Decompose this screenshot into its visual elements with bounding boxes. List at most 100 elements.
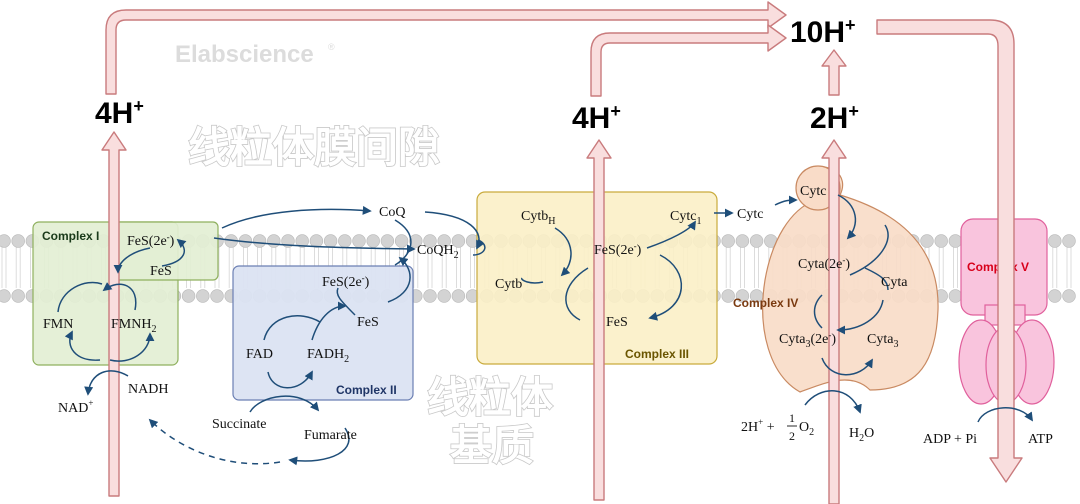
arrow-fes2e-to-fes [113, 247, 151, 274]
label-h2o: H2O [849, 426, 874, 444]
species-labels: FeS(2e-) FeS FMN FMNH2 NAD+ NADH CoQ CoQ… [43, 184, 1053, 447]
lipid-head [948, 234, 963, 248]
label-fad: FAD [246, 347, 273, 362]
label-coq: CoQ [379, 205, 405, 220]
lipid-head [210, 289, 224, 303]
proton-label-complex-iii: 4H+ [572, 101, 621, 135]
label-nadh: NADH [128, 382, 168, 397]
watermark: Elabscience ® [175, 41, 335, 68]
svg-text:2H+ +: 2H+ + [741, 417, 775, 435]
arrow-fes-loop [161, 238, 187, 267]
intermembrane-space-label: 线粒体膜间隙 [188, 124, 440, 171]
lipid-head [267, 234, 281, 248]
proton-flow-from-complex-iii [590, 24, 787, 97]
lipid-head [437, 289, 451, 303]
arrow-nadh-to-nad [84, 370, 129, 396]
label-nad: NAD+ [58, 398, 93, 416]
label-cyta2e: Cyta(2e-) [798, 255, 850, 272]
arrow-coqh2-to-c3 [472, 239, 486, 256]
lipid-head [11, 289, 25, 303]
arrow-cyta3-cycle-bottom [821, 357, 873, 376]
proton-label-complex-i: 4H+ [95, 96, 144, 130]
proton-arrow-complex-iv [821, 139, 847, 504]
complex-ii-box [232, 265, 414, 401]
arrow-fes-cycle-left [565, 267, 589, 321]
o2-fraction-numerator: 1 [789, 411, 795, 425]
matrix-label-line1: 线粒体 [427, 374, 553, 421]
lipid-head [721, 234, 735, 248]
proton-flow-from-complex-i [105, 1, 787, 95]
label-fes2e-complex-iii: FeS(2e-) [594, 241, 642, 258]
arrow-fad-to-fadh2 [267, 370, 313, 389]
arrow-cyta-to-cyta3-2e [836, 299, 884, 335]
arrow-fmnh2-formation [109, 332, 155, 362]
watermark-registered: ® [328, 42, 335, 52]
arrow-o2-to-h2o [804, 390, 862, 414]
label-fes-complex-iii: FeS [606, 315, 628, 330]
reaction-arrows [57, 194, 1034, 466]
arrow-cytc-to-cyta2e [837, 194, 857, 240]
lipid-head [451, 234, 466, 248]
arrow-coq-to-coqh2 [213, 237, 416, 254]
arrow-fes-c2-to-coq [387, 256, 411, 303]
label-cytbh: CytbH [521, 209, 555, 227]
label-fadh2: FADH2 [307, 347, 349, 365]
label-fumarate: Fumarate [304, 428, 357, 443]
arrow-fumarate-return [288, 427, 350, 466]
arrow-fmn-reduced [64, 330, 101, 361]
lipid-head [11, 234, 25, 248]
proton-labels: 4H+ 4H+ 2H+ 10H+ [95, 15, 859, 135]
arrow-cyta-loop [849, 224, 889, 276]
lipid-head [437, 234, 451, 248]
lipid-head [1048, 289, 1062, 303]
label-cyta3-2e: Cyta3(2e-) [779, 330, 836, 350]
arrow-cytc-to-complex-iv [774, 195, 798, 206]
lipid-head [380, 234, 395, 248]
label-succinate: Succinate [212, 417, 266, 432]
lipid-head [1048, 234, 1062, 248]
arrow-coq-to-cytbh [424, 211, 485, 250]
lipid-head [1062, 289, 1076, 303]
lipid-head [323, 234, 338, 248]
arrow-cyta3-cycle-left [813, 294, 823, 329]
label-cytc-complex-iv: Cytc [800, 184, 826, 199]
lipid-head [735, 289, 750, 303]
proton-arrows [101, 1, 1023, 504]
label-fes2e-complex-ii: FeS(2e-) [322, 273, 370, 290]
arrow-fadh2-to-fes [311, 301, 347, 341]
lipid-head [948, 289, 963, 303]
arrow-cytb-tail [521, 277, 544, 284]
arrow-fmnh2-to-fes [102, 282, 137, 311]
arrow-cyta-to-cyta [864, 267, 889, 291]
lipid-head [920, 234, 934, 248]
arrow-dashed-to-nadh [148, 418, 281, 465]
proton-flow-through-complex-v [876, 19, 1023, 483]
lipid-head [352, 234, 366, 248]
lipid-head [721, 289, 735, 303]
arrow-fadh2-to-fes2e [336, 287, 356, 316]
arrow-fes2e-to-cytc1 [646, 220, 696, 249]
arrow-fad-cycle-top [263, 315, 321, 341]
lipid-head [295, 234, 309, 248]
arrow-fes-to-coq [221, 205, 372, 229]
label-cyta3: Cyta3 [867, 332, 898, 350]
arrow-fes-cycle-right [648, 254, 683, 321]
label-coqh2: CoQH2 [417, 243, 459, 261]
matrix-label-line2: 基质 [450, 422, 534, 469]
label-atp: ATP [1028, 432, 1053, 447]
arrow-cytbh-to-cytb [554, 227, 572, 277]
label-cytc-mobile: Cytc [737, 207, 763, 222]
label-fes2e-complex-i: FeS(2e-) [127, 232, 175, 249]
proton-label-total: 10H+ [790, 15, 856, 49]
complex-iv-label: Complex IV [733, 296, 798, 310]
proton-label-complex-iv: 2H+ [810, 101, 859, 135]
label-cytc1: Cytc1 [670, 209, 701, 227]
label-adp-pi: ADP + Pi [923, 432, 977, 447]
arrow-fmn-to-fes-a [57, 281, 103, 313]
lipid-head [196, 289, 210, 303]
lipid-head [181, 289, 196, 303]
lipid-head [338, 234, 352, 248]
proton-arrow-complex-i [101, 131, 127, 497]
lipid-head [934, 234, 948, 248]
